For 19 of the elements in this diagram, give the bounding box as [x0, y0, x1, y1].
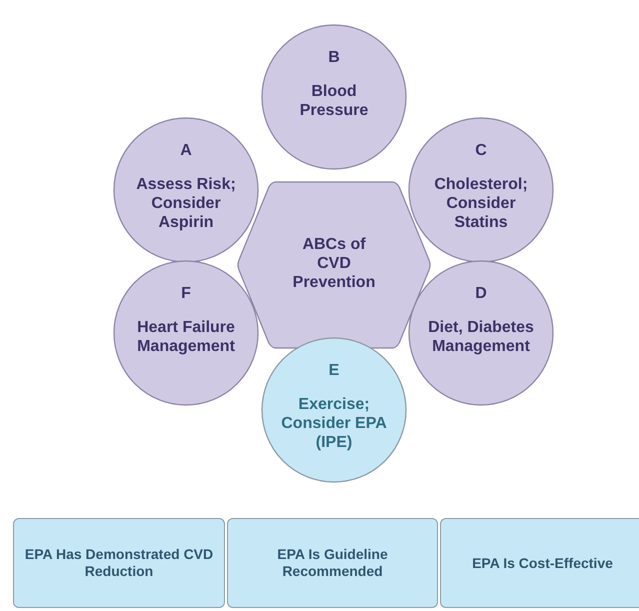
- box-text: EPA Is Cost-Effective: [471, 554, 614, 572]
- circle-letter: F: [180, 284, 192, 303]
- node-text: Heart Failure Management: [136, 318, 236, 356]
- box-text: EPA Is Guideline Recommended: [276, 546, 389, 580]
- info-box: [227, 518, 438, 608]
- circle-letter: A: [179, 141, 193, 160]
- node-text: Assess Risk; Consider Aspirin: [135, 175, 237, 232]
- node-text: Blood Pressure: [298, 82, 370, 120]
- node-text: Cholesterol; Consider Statins: [433, 175, 529, 232]
- node-text: Exercise; Consider EPA (IPE): [280, 395, 388, 452]
- info-box: [440, 518, 639, 608]
- circle-letter: D: [474, 284, 488, 303]
- circle-letter: B: [327, 48, 341, 67]
- info-box: [13, 518, 225, 608]
- node-text: ABCs of CVD Prevention: [292, 235, 376, 292]
- node-text: Diet, Diabetes Management: [427, 318, 535, 356]
- circle-letter: C: [474, 141, 488, 160]
- circle-letter: E: [328, 361, 340, 380]
- box-text: EPA Has Demonstrated CVD Reduction: [24, 546, 214, 580]
